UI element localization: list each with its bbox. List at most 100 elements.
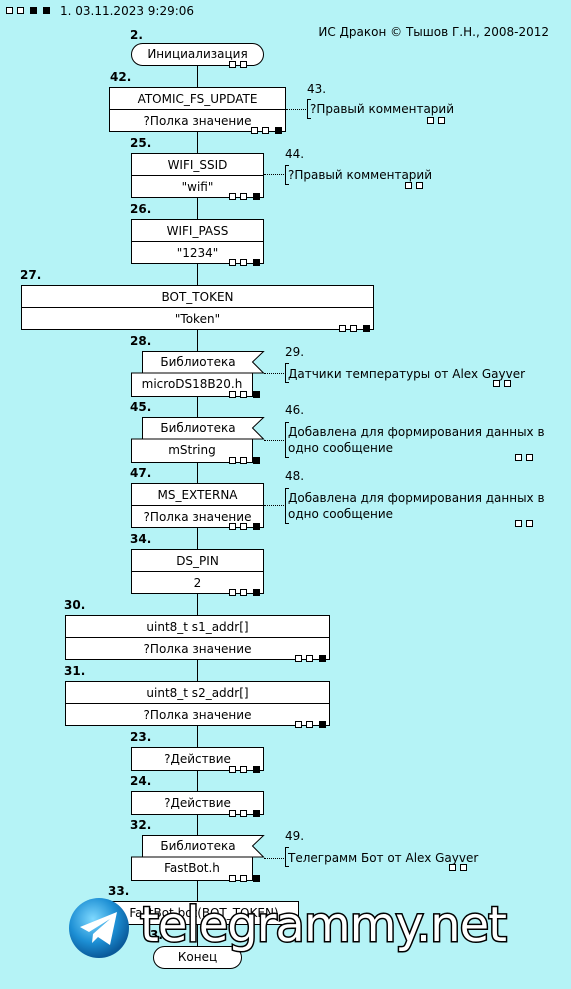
action-block-fastbot-init[interactable]: FastBot bot(BOT_TOKEN) (109, 901, 299, 925)
port-icon[interactable] (240, 457, 247, 464)
shelf-block-atomic-fs-update[interactable]: ATOMIC_FS_UPDATE ?Полка значение (109, 87, 286, 132)
port-icon[interactable] (240, 589, 247, 596)
shelf-block-ms-externa[interactable]: MS_EXTERNA ?Полка значение (131, 483, 264, 528)
right-comment[interactable]: одно сообщение (288, 507, 394, 521)
port-icon[interactable] (240, 391, 247, 398)
shelf-block-s1-addr[interactable]: uint8_t s1_addr[] ?Полка значение (65, 615, 330, 660)
shelf-name: BOT_TOKEN (161, 290, 234, 304)
port-filled-icon[interactable] (253, 766, 260, 773)
right-comment[interactable]: Добавлена для формирования данных в (288, 491, 545, 505)
comment-bracket (285, 847, 289, 867)
comment-bracket (307, 99, 311, 119)
port-icon[interactable] (350, 325, 357, 332)
port-icon[interactable] (229, 193, 236, 200)
port-icon[interactable] (240, 766, 247, 773)
port-icon[interactable] (438, 117, 445, 124)
port-icon[interactable] (449, 864, 456, 871)
port-icon[interactable] (229, 766, 236, 773)
port-icon[interactable] (229, 875, 236, 882)
right-comment[interactable]: одно сообщение (288, 441, 394, 455)
header-square-icon[interactable] (6, 7, 13, 14)
port-icon[interactable] (229, 589, 236, 596)
start-terminator[interactable]: Инициализация (131, 43, 264, 66)
node-number: 48. (285, 469, 305, 483)
port-icon[interactable] (306, 721, 313, 728)
port-filled-icon[interactable] (253, 193, 260, 200)
shelf-block-ds-pin[interactable]: DS_PIN 2 (131, 549, 264, 594)
port-icon[interactable] (240, 523, 247, 530)
port-filled-icon[interactable] (253, 875, 260, 882)
port-icon[interactable] (427, 117, 434, 124)
port-icon[interactable] (339, 325, 346, 332)
port-icon[interactable] (229, 259, 236, 266)
port-icon[interactable] (240, 193, 247, 200)
port-filled-icon[interactable] (319, 721, 326, 728)
port-filled-icon[interactable] (275, 127, 282, 134)
node-number: 32. (130, 818, 152, 832)
port-icon[interactable] (240, 61, 247, 68)
node-number: 31. (64, 664, 86, 678)
shelf-block-s2-addr[interactable]: uint8_t s2_addr[] ?Полка значение (65, 681, 330, 726)
port-icon[interactable] (515, 454, 522, 461)
port-icon[interactable] (240, 810, 247, 817)
port-icon[interactable] (240, 875, 247, 882)
right-comment[interactable]: Телеграмм Бот от Alex Gayver (288, 851, 479, 865)
header-square-filled-icon[interactable] (30, 7, 37, 14)
node-number: 33. (108, 884, 130, 898)
port-filled-icon[interactable] (253, 391, 260, 398)
right-comment[interactable]: ?Правый комментарий (288, 168, 433, 182)
comment-bracket (285, 422, 289, 458)
port-filled-icon[interactable] (253, 259, 260, 266)
header-square-icon[interactable] (17, 7, 24, 14)
library-block-mstring[interactable]: Библиотека mString (131, 417, 265, 463)
library-file: FastBot.h (164, 861, 220, 875)
port-icon[interactable] (295, 721, 302, 728)
node-number: 26. (130, 202, 152, 216)
action-label: ?Действие (164, 796, 231, 810)
port-icon[interactable] (295, 655, 302, 662)
port-filled-icon[interactable] (253, 589, 260, 596)
port-filled-icon[interactable] (253, 457, 260, 464)
port-icon[interactable] (405, 182, 412, 189)
end-terminator[interactable]: Конец (153, 946, 242, 969)
port-filled-icon[interactable] (363, 325, 370, 332)
port-icon[interactable] (526, 520, 533, 527)
port-filled-icon[interactable] (253, 523, 260, 530)
port-icon[interactable] (416, 182, 423, 189)
shelf-name: uint8_t s1_addr[] (146, 620, 249, 634)
shelf-block-wifi-ssid[interactable]: WIFI_SSID "wifi" (131, 153, 264, 198)
port-icon[interactable] (493, 380, 500, 387)
node-number: 25. (130, 136, 152, 150)
telegram-logo-icon (68, 897, 130, 959)
comment-connector (264, 440, 286, 441)
shelf-value: "1234" (176, 246, 219, 260)
library-shape (131, 835, 265, 881)
port-icon[interactable] (251, 127, 258, 134)
port-icon[interactable] (515, 520, 522, 527)
port-icon[interactable] (229, 523, 236, 530)
library-block-microds18b20[interactable]: Библиотека microDS18B20.h (131, 351, 265, 397)
right-comment[interactable]: Датчики температуры от Alex Gayver (288, 367, 526, 381)
shelf-block-wifi-pass[interactable]: WIFI_PASS "1234" (131, 219, 264, 264)
port-icon[interactable] (229, 61, 236, 68)
port-filled-icon[interactable] (253, 810, 260, 817)
port-icon[interactable] (262, 127, 269, 134)
port-icon[interactable] (526, 454, 533, 461)
port-icon[interactable] (240, 259, 247, 266)
header-square-filled-icon[interactable] (43, 7, 50, 14)
port-icon[interactable] (460, 864, 467, 871)
port-filled-icon[interactable] (319, 655, 326, 662)
port-icon[interactable] (229, 391, 236, 398)
library-block-fastbot[interactable]: Библиотека FastBot.h (131, 835, 265, 881)
port-icon[interactable] (229, 457, 236, 464)
right-comment[interactable]: ?Правый комментарий (310, 102, 455, 116)
right-comment[interactable]: Добавлена для формирования данных в (288, 425, 545, 439)
library-label: Библиотека (160, 355, 236, 369)
comment-bracket (285, 165, 289, 185)
node-number: 42. (110, 70, 132, 84)
shelf-value: ?Полка значение (143, 114, 252, 128)
port-icon[interactable] (306, 655, 313, 662)
port-icon[interactable] (504, 380, 511, 387)
port-icon[interactable] (229, 810, 236, 817)
shelf-block-bot-token[interactable]: BOT_TOKEN "Token" (21, 285, 374, 330)
